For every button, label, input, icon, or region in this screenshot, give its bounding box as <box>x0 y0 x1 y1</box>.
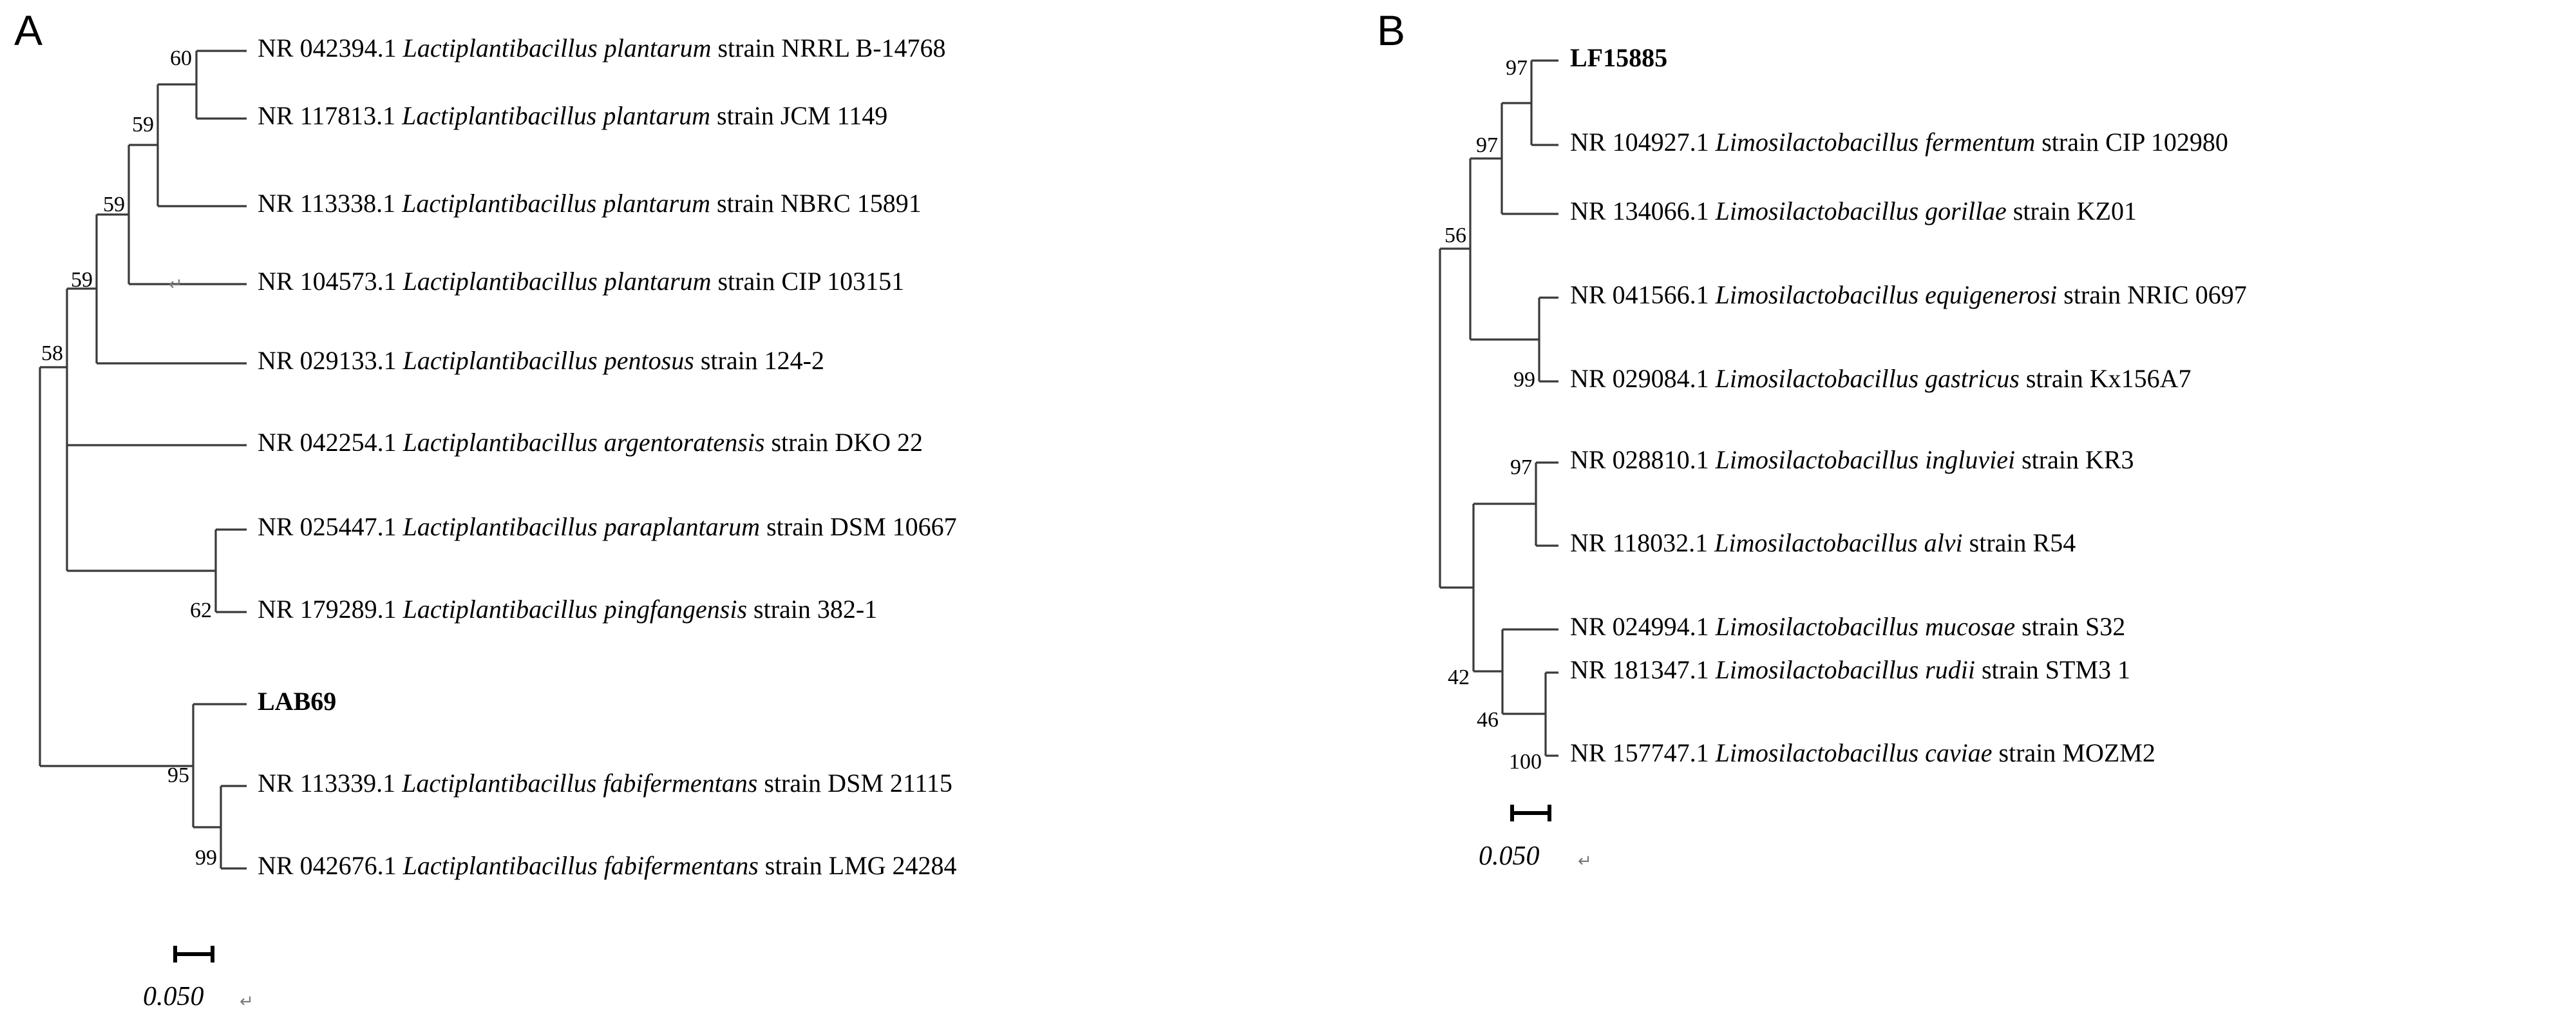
tip-label: NR 042676.1 Lactiplantibacillus fabiferm… <box>258 851 957 880</box>
tip-label: NR 181347.1 Limosilactobacillus rudii st… <box>1570 655 2130 684</box>
tip-label: NR 117813.1 Lactiplantibacillus plantaru… <box>258 101 887 130</box>
bootstrap-value: 95 <box>167 763 189 787</box>
tip-label-query: LAB69 <box>258 687 336 716</box>
tip-label: NR 134066.1 Limosilactobacillus gorillae… <box>1570 196 2137 225</box>
bootstrap-value: 59 <box>132 113 154 137</box>
panel-b-scale-bar: 0.050 ↵ <box>1479 805 1592 871</box>
panel-b-branches <box>1439 59 1558 757</box>
tip-label: NR 113338.1 Lactiplantibacillus plantaru… <box>258 189 922 218</box>
tip-label: NR 025447.1 Lactiplantibacillus paraplan… <box>258 512 957 541</box>
bootstrap-value: 99 <box>195 846 217 870</box>
bootstrap-value: 62 <box>190 599 212 622</box>
bootstrap-value: 97 <box>1510 455 1532 479</box>
bootstrap-value: 60 <box>170 46 192 70</box>
bootstrap-value: 46 <box>1477 708 1499 732</box>
panel-a-letter: A <box>14 6 43 54</box>
scale-bar-label: 0.050 <box>143 982 204 1011</box>
bootstrap-value: 42 <box>1448 666 1470 689</box>
tip-label: NR 157747.1 Limosilactobacillus caviae s… <box>1570 738 2155 767</box>
panel-a: A <box>14 6 957 1011</box>
panel-b-letter: B <box>1377 6 1406 54</box>
scale-bar-label: 0.050 <box>1479 841 1540 871</box>
carriage-return-mark: ↵ <box>1578 852 1592 870</box>
panel-b-bootstrap-values: 97 97 56 99 97 42 46 100 <box>1444 56 1542 774</box>
tip-label: NR 041566.1 Limosilactobacillus equigene… <box>1570 280 2247 309</box>
tip-label: NR 042394.1 Lactiplantibacillus plantaru… <box>258 34 946 62</box>
panel-b-tree: 97 97 56 99 97 42 46 100 LF15885 NR 1049… <box>1439 43 2247 871</box>
tip-label: NR 104573.1 Lactiplantibacillus plantaru… <box>258 267 904 296</box>
panel-b: B <box>1352 0 2576 1025</box>
panel-b-tip-labels: LF15885 NR 104927.1 Limosilactobacillus … <box>1570 43 2247 767</box>
tip-label: NR 042254.1 Lactiplantibacillus argentor… <box>258 428 923 457</box>
tip-label: NR 029084.1 Limosilactobacillus gastricu… <box>1570 364 2191 393</box>
tip-label: NR 024994.1 Limosilactobacillus mucosae … <box>1570 612 2125 641</box>
tip-label: NR 104927.1 Limosilactobacillus fermentu… <box>1570 128 2228 157</box>
bootstrap-value: 100 <box>1509 750 1542 774</box>
bootstrap-value: 59 <box>71 268 93 292</box>
panel-a-branches <box>39 50 247 870</box>
panel-a-scale-bar: 0.050 ↵ <box>143 946 254 1011</box>
bootstrap-value: 58 <box>41 341 63 365</box>
carriage-return-mark: ↵ <box>240 992 254 1011</box>
tip-label: NR 113339.1 Lactiplantibacillus fabiferm… <box>258 769 952 798</box>
tip-label: NR 029133.1 Lactiplantibacillus pentosus… <box>258 346 824 375</box>
bootstrap-value: 99 <box>1513 368 1535 392</box>
panel-a-bootstrap-values: 60 59 59 59 58 62 95 99 ↵ <box>41 46 217 870</box>
bootstrap-value: 97 <box>1506 56 1528 80</box>
panel-a-tip-labels: NR 042394.1 Lactiplantibacillus plantaru… <box>258 34 957 880</box>
bootstrap-value: 97 <box>1476 133 1498 157</box>
bootstrap-value: 56 <box>1444 224 1466 247</box>
tip-label: NR 179289.1 Lactiplantibacillus pingfang… <box>258 595 877 624</box>
tip-label-query: LF15885 <box>1570 43 1667 72</box>
tip-label: NR 118032.1 Limosilactobacillus alvi str… <box>1570 528 2076 557</box>
bootstrap-value: 59 <box>103 193 125 216</box>
carriage-return-mark: ↵ <box>169 275 183 294</box>
panel-a-tree: 60 59 59 59 58 62 95 99 ↵ NR 042394.1 La… <box>39 34 957 1011</box>
tip-label: NR 028810.1 Limosilactobacillus ingluvie… <box>1570 445 2134 474</box>
